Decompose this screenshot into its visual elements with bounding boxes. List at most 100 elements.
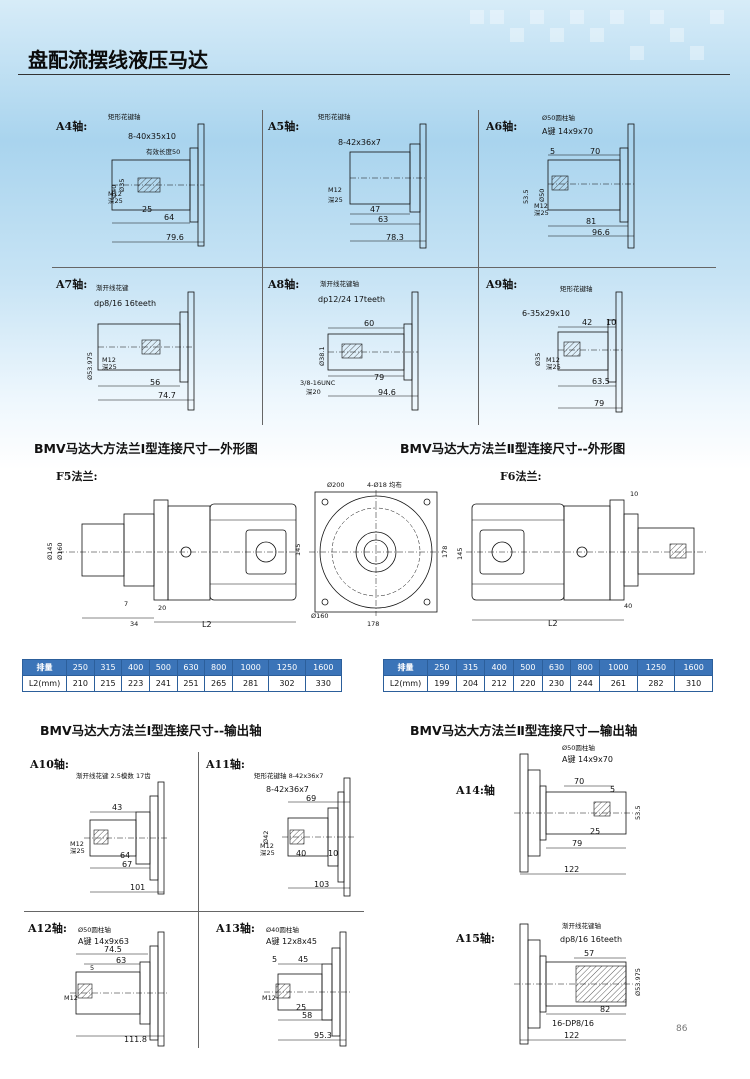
dim-text: 96.6 bbox=[592, 228, 610, 237]
dim-text: L2 bbox=[548, 619, 558, 628]
dim-text: 40 bbox=[624, 602, 632, 610]
shaft-a7: A7轴: 渐开线花键 dp8/16 16teeth Ø53.975 M12 深2… bbox=[52, 270, 257, 425]
section-title-output-ii: BMV马达大方法兰Ⅱ型连接尺寸—输出轴 bbox=[410, 723, 638, 738]
table-cell: 1250 bbox=[268, 659, 306, 676]
dim-text: Ø53.975 bbox=[634, 968, 642, 996]
shaft-spec: 8-42x36x7 bbox=[338, 138, 381, 147]
dim-text: M12 bbox=[102, 356, 116, 364]
shaft-spec: 6-35x29x10 bbox=[522, 309, 570, 318]
dim-text: 7 bbox=[124, 600, 128, 608]
dim-text: 5 bbox=[610, 785, 615, 794]
shaft-type: Ø50圆柱轴 bbox=[78, 925, 111, 934]
table-cell: 330 bbox=[304, 675, 343, 692]
dim-text: 25 bbox=[296, 1003, 306, 1012]
shaft-a6: A6轴: Ø50圆柱轴 A键 14x9x70 5 70 53.5 Ø50 M12… bbox=[482, 108, 716, 263]
shaft-spec: A键 14x9x70 bbox=[562, 754, 613, 764]
shaft-a8: A8轴: 渐开线花键轴 dp12/24 17teeth 60 Ø38.1 79 … bbox=[266, 270, 474, 425]
dim-text: Ø42 bbox=[262, 831, 270, 844]
dim-text: Ø38.1 bbox=[318, 346, 326, 366]
table-cell: 315 bbox=[455, 659, 486, 676]
table-cell: 204 bbox=[455, 675, 486, 692]
dim-text: M12 bbox=[328, 186, 342, 194]
dim-text: 42 bbox=[582, 318, 592, 327]
shaft-a13: A13轴: Ø40圆柱轴 A键 12x8x45 5 45 M12 25 58 9… bbox=[202, 914, 370, 1048]
shaft-type: 渐开线花键 2.5模数 17齿 bbox=[76, 771, 151, 780]
dim-text: 64 bbox=[120, 851, 130, 860]
shaft-label: A14:轴 bbox=[456, 784, 495, 797]
shaft-spec: A键 14x9x63 bbox=[78, 936, 129, 946]
shaft-a15: A15轴: 渐开线花键轴 dp8/16 16teeth 57 Ø53.975 8… bbox=[454, 910, 718, 1048]
dim-text: 深25 bbox=[102, 362, 117, 371]
shaft-label: A7轴: bbox=[56, 278, 88, 291]
dim-text: 40 bbox=[296, 849, 306, 858]
dim-text: 56 bbox=[150, 378, 160, 387]
dim-text: 78.3 bbox=[386, 233, 404, 242]
dim-text: 16-DP8/16 bbox=[552, 1019, 594, 1028]
table-cell: 230 bbox=[541, 675, 572, 692]
dim-text: 深25 bbox=[70, 846, 85, 855]
dim-text: 53.5 bbox=[522, 190, 530, 204]
dim-text: 深25 bbox=[260, 848, 275, 857]
dim-text: M12 bbox=[546, 356, 560, 364]
dim-text: 5 bbox=[550, 147, 555, 156]
shaft-type: 矩形花键轴 bbox=[318, 112, 351, 121]
shaft-a4: A4轴: 矩形花键轴 8-40x35x10 有效长度50 Ø40 Ø35 M12… bbox=[52, 108, 257, 263]
dim-text: Ø35 bbox=[534, 353, 542, 366]
shaft-label: A10轴: bbox=[30, 758, 69, 771]
table-cell: 310 bbox=[674, 675, 713, 692]
shaft-label: A12轴: bbox=[28, 922, 67, 935]
table-cell: 210 bbox=[66, 675, 95, 692]
shaft-spec: 8-40x35x10 bbox=[128, 132, 176, 141]
table-cell: 排量 bbox=[22, 659, 67, 676]
shaft-type: 渐开线花键 bbox=[96, 283, 129, 292]
dim-text: 81 bbox=[586, 217, 596, 226]
flange-f6-drawing: 10 145 L2 40 bbox=[456, 480, 718, 630]
table-cell: 223 bbox=[121, 675, 151, 692]
table-cell: 630 bbox=[541, 659, 572, 676]
flange-f5-drawing: Ø145 Ø160 7 20 34 L2 145 bbox=[38, 480, 303, 630]
table-cell: 302 bbox=[268, 675, 306, 692]
shaft-spec: dp12/24 17teeth bbox=[318, 295, 385, 304]
table-cell: 1250 bbox=[636, 659, 676, 676]
title-rule bbox=[18, 74, 730, 75]
shaft-type: Ø40圆柱轴 bbox=[266, 925, 299, 934]
dim-text: 74.7 bbox=[158, 391, 176, 400]
section-title-flange-ii: BMV马达大方法兰Ⅱ型连接尺寸--外形图 bbox=[400, 441, 626, 456]
shaft-label: A8轴: bbox=[268, 278, 300, 291]
shaft-type: 渐开线花键轴 bbox=[320, 279, 360, 288]
table-cell: 220 bbox=[513, 675, 543, 692]
l2-table-flange-ii: 排量 250 315 400 500 630 800 1000 1250 160… bbox=[383, 659, 713, 692]
dim-text: Ø50 bbox=[538, 189, 546, 202]
dim-text: 10 bbox=[328, 849, 338, 858]
dim-text: 5 bbox=[90, 964, 94, 972]
dim-text: 79 bbox=[572, 839, 582, 848]
dim-text: 深25 bbox=[108, 196, 123, 205]
flange-front-drawing: Ø200 4-Ø18 均布 Ø160 178 178 bbox=[305, 478, 455, 628]
dim-text: 103 bbox=[314, 880, 329, 889]
table-cell: 282 bbox=[636, 675, 676, 692]
table-cell: 630 bbox=[176, 659, 206, 676]
table-cell: 400 bbox=[484, 659, 515, 676]
f6-label: F6法兰: bbox=[500, 470, 542, 483]
shaft-spec: 8-42x36x7 bbox=[266, 785, 309, 794]
table-cell: 251 bbox=[176, 675, 206, 692]
shaft-a5: A5轴: 矩形花键轴 8-42x36x7 M12 深25 47 63 78.3 bbox=[266, 108, 474, 263]
grid-divider bbox=[198, 752, 199, 1048]
dim-text: Ø160 bbox=[311, 612, 329, 620]
dim-text: 70 bbox=[574, 777, 584, 786]
dim-text: 63 bbox=[378, 215, 388, 224]
shaft-a12: A12轴: Ø50圆柱轴 A键 14x9x63 74.5 63 5 M12 11… bbox=[24, 914, 196, 1048]
shaft-spec: A键 14x9x70 bbox=[542, 126, 593, 136]
dim-text: 20 bbox=[158, 604, 166, 612]
dim-text: Ø200 bbox=[327, 481, 345, 489]
section-title-output-i: BMV马达大方法兰Ⅰ型连接尺寸--输出轴 bbox=[40, 723, 262, 738]
dim-text: 101 bbox=[130, 883, 145, 892]
dim-text: 94.6 bbox=[378, 388, 396, 397]
table-row: L2(mm) 210 215 223 241 251 265 281 302 3… bbox=[22, 675, 343, 692]
dim-text: 178 bbox=[441, 546, 449, 558]
shaft-type: Ø50圆柱轴 bbox=[562, 743, 595, 752]
dim-text: 69 bbox=[306, 794, 316, 803]
dim-text: 47 bbox=[370, 205, 380, 214]
table-row: L2(mm) 199 204 212 220 230 244 261 282 3… bbox=[383, 675, 713, 692]
dim-text: M12 bbox=[70, 840, 84, 848]
